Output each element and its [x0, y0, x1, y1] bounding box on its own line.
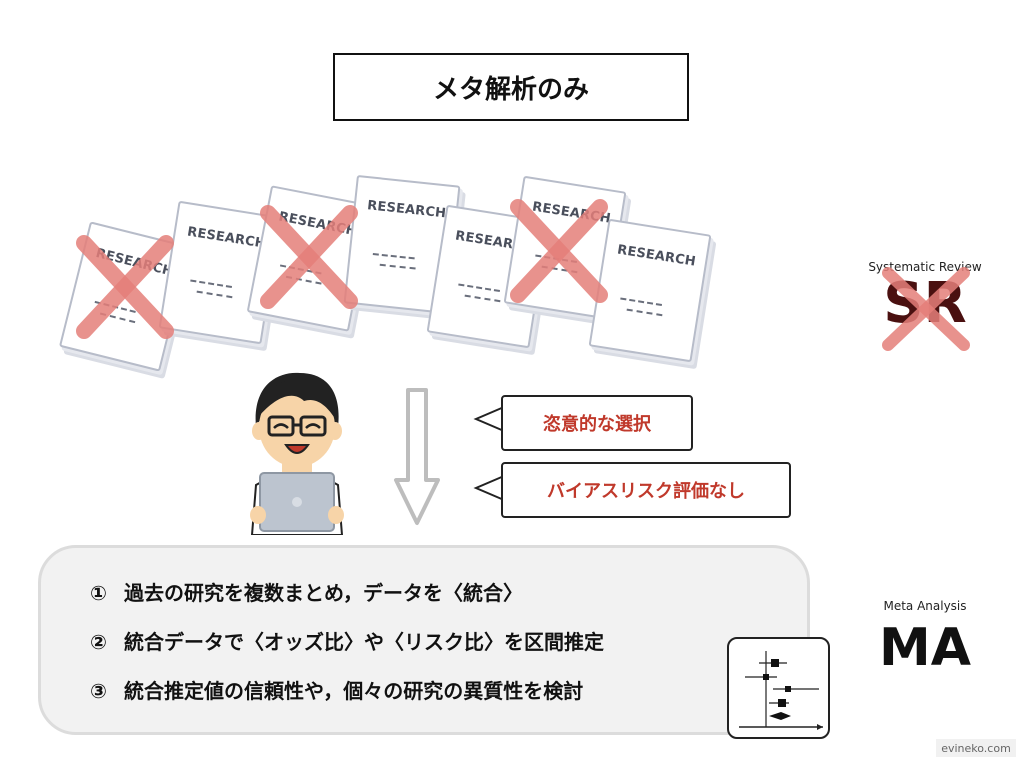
document-label: RESEARCH	[366, 198, 447, 222]
document-line	[372, 253, 415, 260]
speech-bubble-tail	[473, 475, 505, 501]
meta-analysis-label: Meta Analysis	[883, 599, 967, 613]
step-text: 過去の研究を複数まとめ，データを〈統合〉	[124, 581, 523, 605]
step-text: 統合推定値の信頼性や，個々の研究の異質性を検討	[124, 679, 584, 703]
step-number: ②	[90, 630, 107, 654]
document-line	[626, 308, 663, 317]
steps-panel	[38, 545, 810, 735]
ma-abbreviation: MA	[879, 618, 971, 678]
cross-icon	[260, 205, 358, 309]
forest-plot-icon	[727, 637, 830, 739]
cross-icon	[76, 235, 174, 339]
systematic-review-label: Systematic Review	[868, 260, 982, 274]
researcher-illustration	[250, 372, 344, 535]
step-number: ③	[90, 679, 107, 703]
speech-bubble-tail	[473, 406, 505, 432]
down-arrow-icon	[394, 388, 440, 525]
step-2: ② 統合データで〈オッズ比〉や〈リスク比〉を区間推定	[90, 626, 604, 655]
document-line	[464, 294, 501, 303]
document-line	[196, 290, 233, 299]
sr-cross-icon	[882, 267, 970, 351]
speech-bubble-arbitrary-selection: 恣意的な選択	[501, 395, 693, 451]
document-line	[190, 279, 233, 289]
document-label: RESEARCH	[616, 242, 697, 270]
cross-icon	[510, 199, 608, 303]
step-3: ③ 統合推定値の信頼性や，個々の研究の異質性を検討	[90, 675, 583, 704]
research-document: RESEARCH	[588, 218, 712, 363]
document-line	[620, 297, 663, 307]
speech-bubble-no-bias-assessment: バイアスリスク評価なし	[501, 462, 791, 518]
document-line	[458, 283, 501, 293]
step-1: ① 過去の研究を複数まとめ，データを〈統合〉	[90, 577, 523, 606]
step-text: 統合データで〈オッズ比〉や〈リスク比〉を区間推定	[124, 630, 604, 654]
document-line	[379, 263, 416, 270]
step-number: ①	[90, 581, 107, 605]
page-title: メタ解析のみ	[333, 53, 689, 121]
site-credit: evineko.com	[936, 739, 1016, 757]
